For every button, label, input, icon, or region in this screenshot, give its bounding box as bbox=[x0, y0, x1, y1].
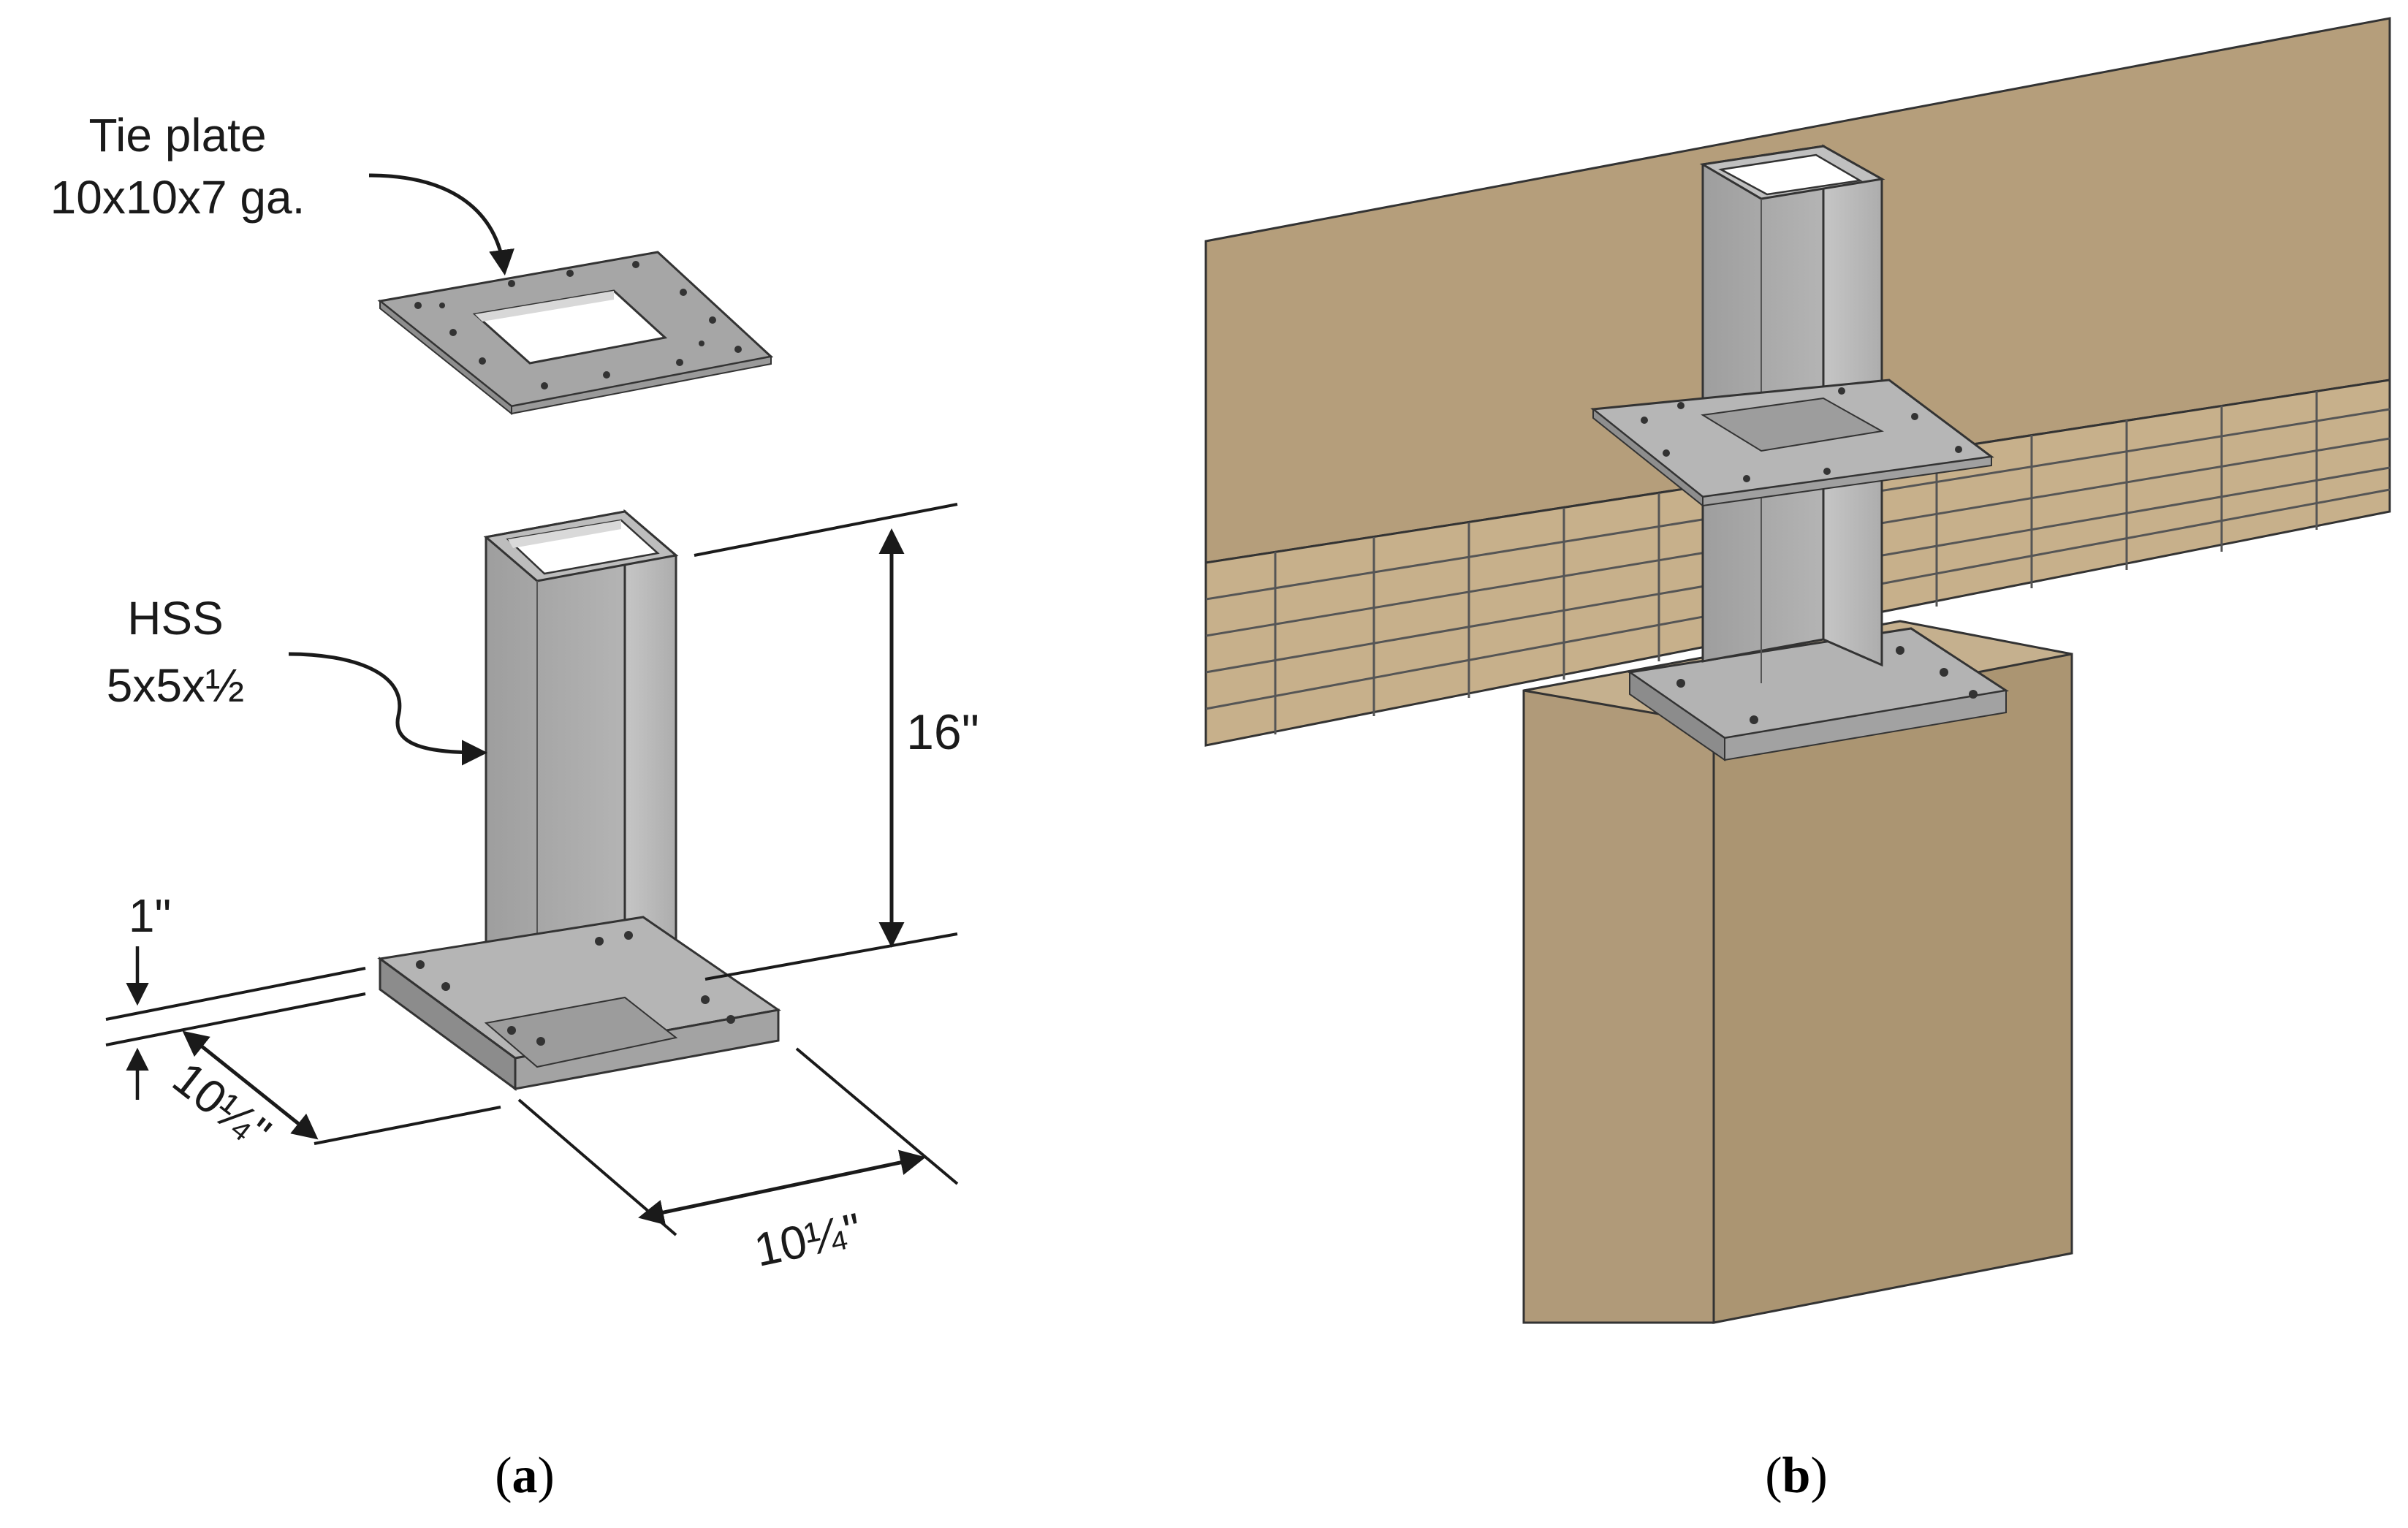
panel-a-diagram: Tie plate 10x10x7 ga. HSS 5x5x½ 16" 1" bbox=[50, 109, 979, 1504]
panel-b-caption: (b) bbox=[1765, 1448, 1828, 1504]
tie-plate-leader-arrow bbox=[368, 173, 514, 275]
hss-label-line1: HSS bbox=[127, 592, 224, 645]
panel-a-caption: (a) bbox=[495, 1448, 555, 1504]
base-plate bbox=[377, 916, 781, 1091]
panel-b-diagram: (b) bbox=[1204, 17, 2391, 1504]
tie-plate-callout: Tie plate 10x10x7 ga. bbox=[50, 109, 514, 275]
base-thickness-dimension: 1" bbox=[105, 889, 366, 1100]
tie-plate bbox=[377, 251, 774, 416]
timber-column-front bbox=[1522, 660, 1715, 1324]
height-dimension: 16" bbox=[694, 503, 979, 981]
base-width-label: 10¼" bbox=[750, 1203, 866, 1277]
height-dimension-label: 16" bbox=[906, 704, 979, 760]
base-thickness-label: 1" bbox=[129, 889, 171, 942]
hss-leader-arrow bbox=[288, 652, 487, 766]
hss-callout: HSS 5x5x½ bbox=[107, 592, 487, 766]
tie-plate-label-line1: Tie plate bbox=[88, 109, 266, 161]
base-width-dimension: 10¼" bbox=[517, 1047, 959, 1277]
timber-column-side bbox=[1712, 653, 2073, 1324]
base-depth-dimension: 10¼" bbox=[163, 1030, 501, 1159]
hss-label-line2: 5x5x½ bbox=[107, 659, 245, 712]
tie-plate-label-line2: 10x10x7 ga. bbox=[50, 171, 305, 224]
base-depth-label: 10¼" bbox=[163, 1052, 280, 1159]
